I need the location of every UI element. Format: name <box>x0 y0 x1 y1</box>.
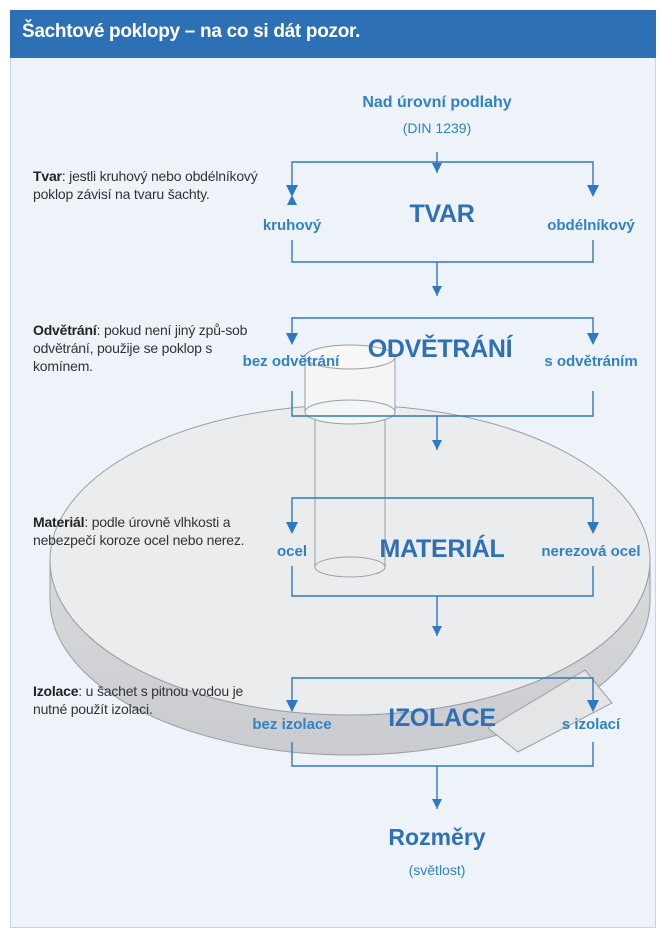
chimney-cap-top <box>304 344 396 370</box>
level-name: Izolace <box>33 683 79 699</box>
flow-lines <box>287 152 598 809</box>
level-desc-tvar: Tvar: jestli kruhový nebo obdélníkový po… <box>33 168 258 202</box>
option-obdelnikovy: obdélníkový <box>547 217 635 234</box>
bottom-sublabel: (světlost) <box>408 862 466 878</box>
branch-odvetrani <box>291 317 594 343</box>
level-name: Materiál <box>33 514 85 530</box>
category-odvetrani: ODVĚTRÁNÍ <box>367 335 513 363</box>
bottom-label: Rozměry <box>388 824 486 850</box>
branch-izolace <box>291 677 594 711</box>
branch-material <box>291 497 594 532</box>
option-nerezova-ocel: nerezová ocel <box>541 543 641 560</box>
level-name: Odvětrání <box>33 322 97 338</box>
level-desc-izolace: Izolace: u šachet s pitnou vodou je nutn… <box>33 683 244 717</box>
branch-tvar <box>287 161 598 205</box>
level-desc-odvetrani: Odvětrání: pokud není jiný způ-sob odvět… <box>33 322 248 374</box>
manhole-cover-illustration <box>49 344 651 756</box>
option-bez-izolace: bez izolace <box>252 716 332 733</box>
option-bez-odvetrani: bez odvětrání <box>242 353 340 370</box>
option-kruhovy: kruhový <box>262 217 322 234</box>
branch-arrowheads <box>286 185 599 712</box>
category-material: MATERIÁL <box>379 535 505 563</box>
category-izolace: IZOLACE <box>388 704 496 732</box>
page-title: Šachtové poklopy – na co si dát pozor. <box>22 21 361 42</box>
option-s-odvetranim: s odvětráním <box>544 353 638 370</box>
top-label: Nad úrovní podlahy <box>362 94 512 111</box>
level-name: Tvar <box>33 168 62 184</box>
option-s-izolaci: s izolací <box>561 716 621 733</box>
category-tvar: TVAR <box>409 200 475 228</box>
level-desc-material: Materiál: podle úrovně vlhkosti a nebezp… <box>33 514 245 548</box>
chimney-cap-bottom <box>304 399 396 425</box>
header-bar <box>10 10 656 58</box>
option-ocel: ocel <box>276 543 308 560</box>
chimney-bottom <box>314 556 386 578</box>
cover-tab <box>487 669 613 753</box>
top-sublabel: (DIN 1239) <box>402 120 472 136</box>
